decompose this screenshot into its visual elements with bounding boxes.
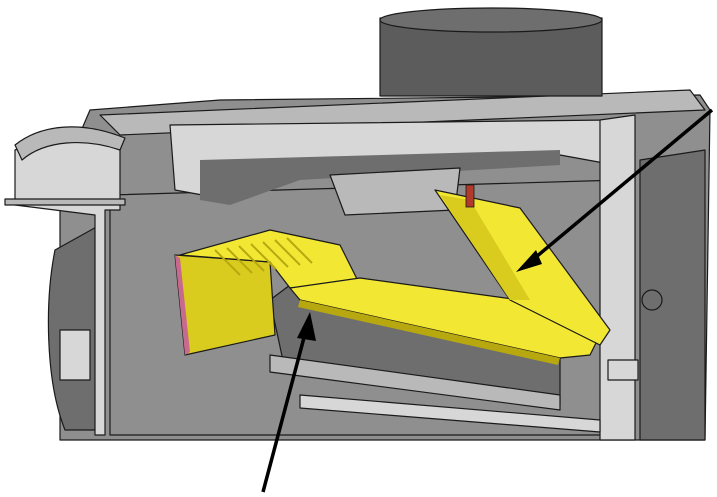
throat-shadow xyxy=(200,150,560,205)
baffle-underside xyxy=(298,300,560,365)
grate-slot xyxy=(226,247,253,274)
deflector-top-edge xyxy=(269,354,561,411)
right-wall-strip xyxy=(599,114,636,441)
lower-rail xyxy=(299,394,601,433)
arrow-2-shaft xyxy=(261,329,308,493)
grate-slot xyxy=(238,245,265,272)
grate-slot xyxy=(262,241,289,268)
grate-slot xyxy=(250,243,277,270)
left-rod xyxy=(4,198,126,206)
left-top-lip xyxy=(14,126,126,161)
baffle-red-pin xyxy=(465,184,475,208)
baffle-main-plate xyxy=(289,277,601,359)
grate-slot xyxy=(214,249,241,276)
left-bracket xyxy=(59,329,91,381)
arrow-to-deflector xyxy=(261,312,316,493)
stove-left-rounded-side xyxy=(47,224,101,431)
grate-slot xyxy=(274,239,301,266)
arrow-2-head xyxy=(297,312,316,341)
baffle-wing-shade xyxy=(440,195,530,300)
flue-top xyxy=(379,7,603,33)
left-wall-section xyxy=(4,126,126,436)
arrow-1-head xyxy=(516,250,542,272)
callout-arrows xyxy=(261,108,714,493)
right-knob xyxy=(641,289,663,311)
arrow-to-baffle xyxy=(516,108,714,272)
arrow-1-shaft xyxy=(528,108,714,264)
stove-right-side xyxy=(639,149,706,441)
right-bracket xyxy=(607,359,639,381)
flue-collar xyxy=(379,7,603,97)
baffle-pink-edge xyxy=(175,255,190,355)
grate-slot xyxy=(286,237,313,264)
baffle-grate-slots xyxy=(214,237,313,276)
